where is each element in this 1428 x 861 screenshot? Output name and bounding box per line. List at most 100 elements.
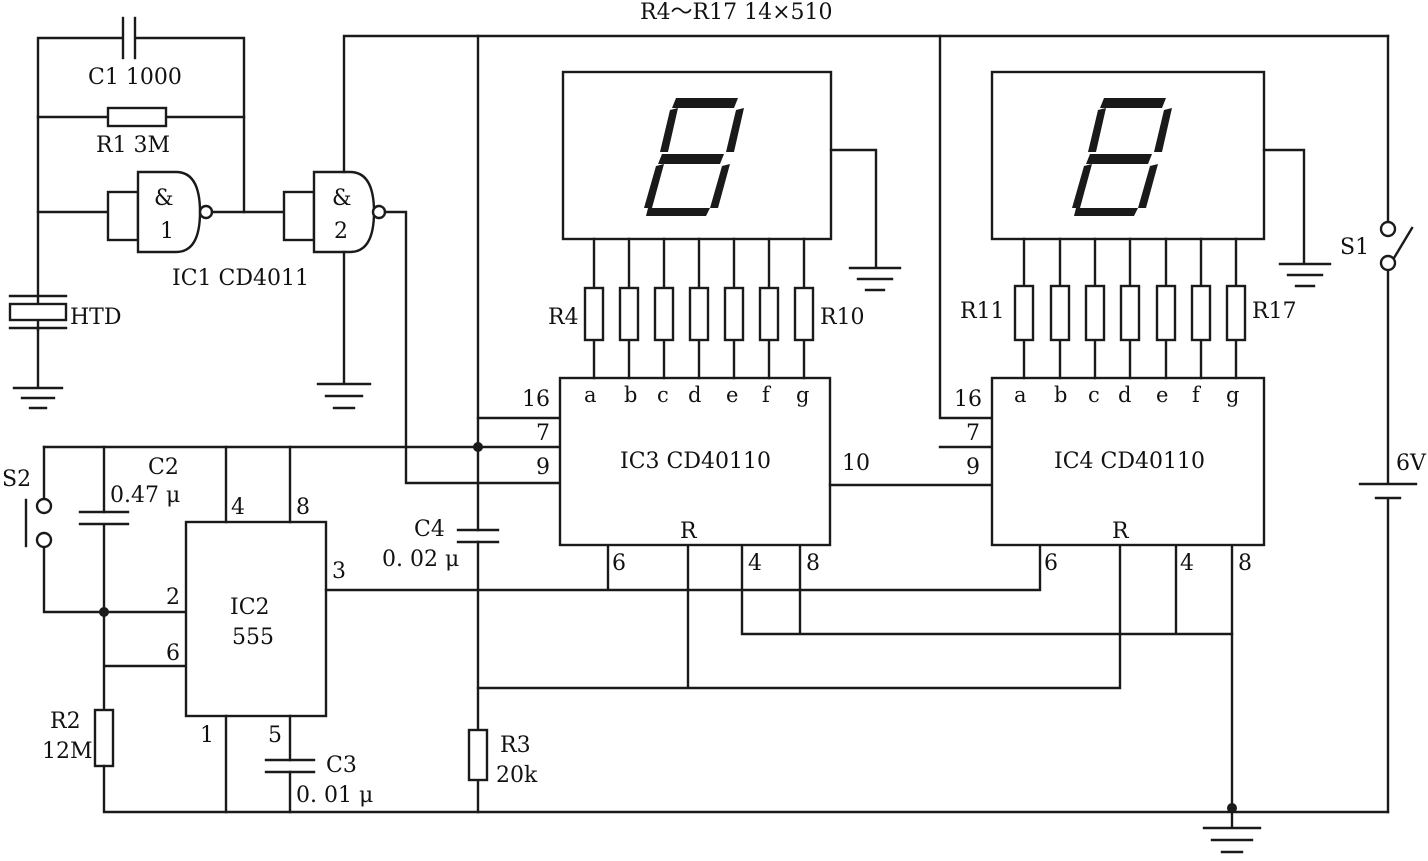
resistor-bank-2: R11 R17	[960, 237, 1297, 380]
s2-contact-bottom	[35, 531, 53, 549]
display2	[990, 70, 1332, 288]
r7-resistor	[688, 286, 710, 342]
s1-contact-top	[1379, 220, 1397, 238]
ic4-pin-16: 16	[954, 387, 982, 412]
ic2-pin-4: 4	[231, 495, 245, 520]
s2-label: S2	[2, 467, 31, 492]
gate2-bubble	[371, 204, 387, 220]
r5-resistor	[618, 286, 640, 342]
ic3-seg-g: g	[796, 383, 809, 407]
r14-resistor	[1119, 284, 1141, 342]
htd-buzzer	[8, 302, 68, 322]
ic3-seg-c: c	[657, 383, 669, 407]
ic3-seg-b: b	[624, 383, 637, 407]
ic3-seg-f: f	[762, 383, 772, 407]
c3-value: 0. 01 μ	[296, 783, 373, 808]
r2-resistor	[93, 708, 115, 768]
junction-dot	[1227, 803, 1237, 813]
ic3-seg-d: d	[688, 383, 701, 407]
ic3-pin-r: R	[680, 519, 698, 544]
timer-section: S2 C2 0.47 μ R2 12M IC2 555 C3 0. 01 μ 4…	[2, 445, 1390, 814]
power-section: S1 6V	[1340, 34, 1427, 814]
ic4-label: IC4 CD40110	[1054, 449, 1205, 474]
gate2-symbol: &	[332, 186, 352, 211]
r2-name: R2	[50, 709, 81, 734]
ground-symbol	[1278, 262, 1332, 288]
r3-value: 20k	[496, 763, 538, 788]
ic2-pin-3: 3	[332, 559, 346, 584]
ic1-label: IC1 CD4011	[172, 266, 309, 291]
ic4-pin-8: 8	[1238, 551, 1252, 576]
display1-digit	[644, 98, 744, 216]
ic2-pin-8: 8	[296, 495, 310, 520]
c3-name: C3	[326, 753, 357, 778]
r4-resistor	[583, 286, 605, 342]
ic4-seg-d: d	[1118, 383, 1131, 407]
oscillator-section: C1 1000 R1 3M & 1 IC1 CD4011 HTD	[8, 16, 309, 410]
ic3-pin-4: 4	[748, 551, 762, 576]
ic3-pin-8: 8	[806, 551, 820, 576]
r10-resistor	[793, 286, 815, 342]
ic4-pin-r: R	[1112, 519, 1130, 544]
s1-lever	[1392, 226, 1414, 260]
ic4-pin-9: 9	[966, 455, 980, 480]
r9-resistor	[758, 286, 780, 342]
battery-label: 6V	[1396, 451, 1427, 476]
ic2-pin-5: 5	[268, 723, 282, 748]
ic3-pin-9: 9	[536, 455, 550, 480]
ic2-555	[184, 520, 328, 718]
display2-digit	[1072, 98, 1172, 216]
ic3-box	[558, 376, 832, 547]
ic4-seg-c: c	[1088, 383, 1100, 407]
r8-resistor	[723, 286, 745, 342]
r17-resistor	[1225, 284, 1247, 342]
ic4-pin-6: 6	[1044, 551, 1058, 576]
r3-resistor	[467, 728, 489, 782]
r2-value: 12M	[42, 739, 93, 764]
ic2-part: 555	[232, 625, 274, 650]
ic4-seg-f: f	[1192, 383, 1202, 407]
resistor-array-label: R4～R17 14×510	[640, 0, 833, 25]
r1-resistor	[106, 106, 168, 128]
gate2-number: 2	[334, 219, 348, 244]
ic4-box	[990, 376, 1266, 547]
ic4-pin-7: 7	[966, 421, 980, 446]
s1-contact-bottom	[1379, 254, 1397, 272]
ic2-pin-1: 1	[200, 723, 214, 748]
r15-resistor	[1155, 284, 1177, 342]
r6-resistor	[653, 286, 675, 342]
r17-label: R17	[1252, 299, 1297, 324]
gate1-symbol: &	[154, 186, 174, 211]
c2-name: C2	[148, 455, 179, 480]
resistor-bank-1: R4 R10	[548, 237, 865, 380]
r11-label: R11	[960, 299, 1005, 324]
ic3-pin-10: 10	[842, 451, 870, 476]
ic3-pin-7: 7	[536, 421, 550, 446]
ic3-label: IC3 CD40110	[620, 449, 771, 474]
gate1-number: 1	[160, 219, 174, 244]
ic3-seg-a: a	[584, 383, 597, 407]
gate1-input-stub	[106, 190, 140, 242]
r10-label: R10	[820, 305, 865, 330]
r4-label: R4	[548, 305, 579, 330]
ic3-seg-e: e	[726, 383, 738, 407]
c4-value: 0. 02 μ	[382, 547, 459, 572]
ic3-pin-6: 6	[612, 551, 626, 576]
ground-symbol	[12, 386, 64, 410]
r12-resistor	[1049, 284, 1071, 342]
ic2-pin-6: 6	[166, 641, 180, 666]
r11-resistor	[1013, 284, 1035, 342]
ic4-pin-4: 4	[1180, 551, 1194, 576]
r16-resistor	[1190, 284, 1212, 342]
display1	[561, 70, 902, 292]
ground-symbol	[316, 382, 372, 410]
ic4-seg-a: a	[1014, 383, 1027, 407]
r1-label: R1 3M	[96, 133, 170, 158]
ground-symbol	[848, 266, 902, 292]
c2-value: 0.47 μ	[110, 483, 180, 508]
ic4-seg-b: b	[1054, 383, 1067, 407]
ic4-seg-e: e	[1156, 383, 1168, 407]
r3-name: R3	[500, 733, 531, 758]
c1-label: C1 1000	[88, 65, 182, 90]
